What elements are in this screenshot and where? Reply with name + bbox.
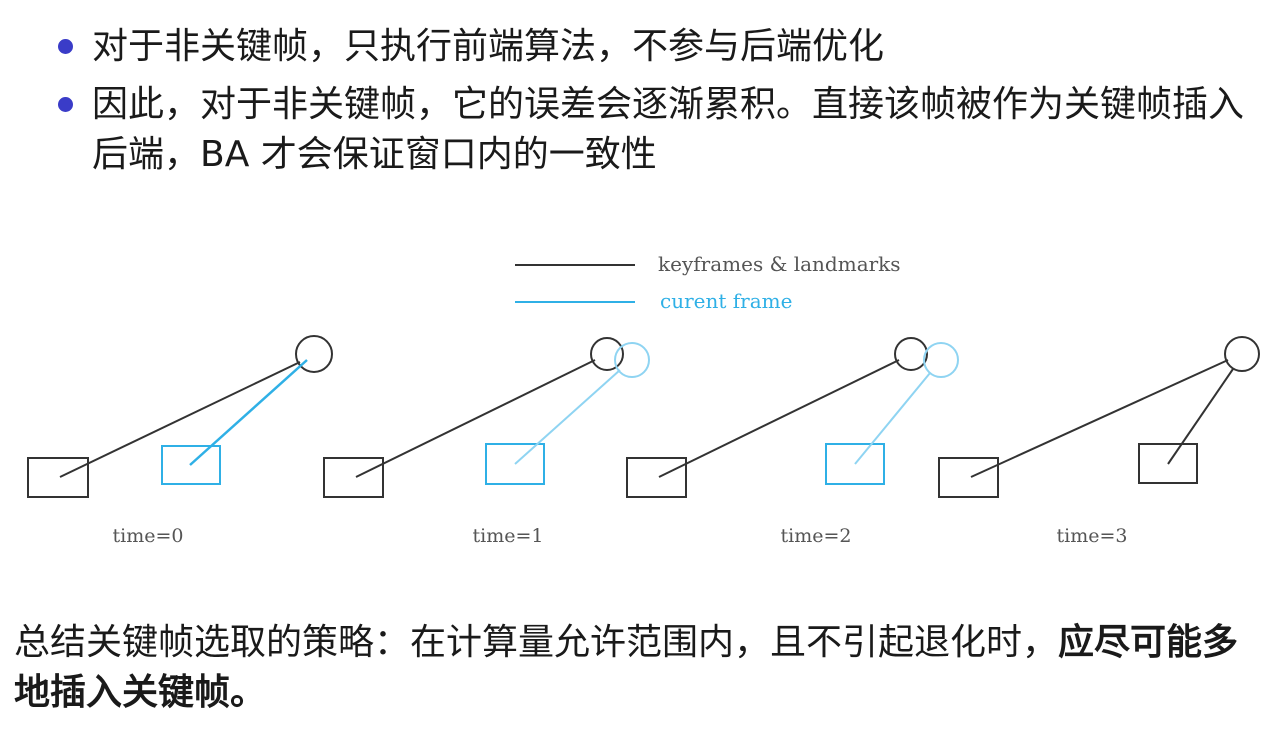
time-label: time=0: [113, 525, 184, 547]
keyframe-box: [626, 457, 687, 498]
bullet-dot-icon: [58, 97, 73, 112]
panel-time-2: time=2: [626, 337, 959, 547]
keyframe-box: [938, 457, 999, 498]
landmark-circle: [1224, 336, 1260, 372]
time-label: time=1: [473, 525, 544, 547]
bullet-list: 对于非关键帧，只执行前端算法，不参与后端优化 因此，对于非关键帧，它的误差会逐渐…: [58, 22, 1268, 188]
panel-time-3: time=3: [938, 336, 1260, 547]
current-frame-box: [161, 445, 221, 485]
keyframe-box: [27, 457, 89, 498]
current-frame-box: [825, 443, 885, 485]
landmark-circle: [590, 337, 624, 371]
legend-current-label: curent frame: [660, 289, 792, 313]
legend-keyframe-label: keyframes & landmarks: [658, 252, 901, 276]
keyframe-observation-line: [658, 359, 900, 478]
bullet-dot-icon: [58, 39, 73, 54]
landmark-circle: [894, 337, 928, 371]
summary-bold: 应尽可能多地插入关键帧。: [14, 622, 1239, 713]
time-label: time=2: [781, 525, 852, 547]
current-observation-line: [189, 359, 308, 466]
time-label: time=3: [1057, 525, 1128, 547]
estimated-landmark-circle: [923, 342, 959, 378]
panel-time-0: time=0: [27, 335, 333, 547]
keyframe-observation-line: [355, 359, 596, 478]
bullet-text: 因此，对于非关键帧，它的误差会逐渐累积。直接该帧被作为关键帧插入后端，BA 才会…: [92, 84, 1245, 175]
new-keyframe-observation-line: [1167, 368, 1234, 465]
bullet-item: 因此，对于非关键帧，它的误差会逐渐累积。直接该帧被作为关键帧插入后端，BA 才会…: [58, 80, 1268, 180]
current-observation-line: [854, 372, 931, 465]
current-observation-line: [514, 369, 621, 465]
estimated-landmark-circle: [614, 342, 650, 378]
legend: keyframes & landmarks curent frame: [515, 252, 901, 313]
summary-text: 总结关键帧选取的策略：在计算量允许范围内，且不引起退化时，应尽可能多地插入关键帧…: [14, 618, 1264, 718]
keyframe-box: [323, 457, 384, 498]
summary-normal: 总结关键帧选取的策略：在计算量允许范围内，且不引起退化时，: [14, 622, 1059, 663]
keyframe-observation-line: [59, 361, 301, 478]
bullet-item: 对于非关键帧，只执行前端算法，不参与后端优化: [58, 22, 1268, 72]
landmark-circle: [295, 335, 333, 373]
new-keyframe-box: [1138, 443, 1198, 484]
current-frame-box: [485, 443, 545, 485]
keyframe-diagram: keyframes & landmarks curent frame time=…: [27, 252, 1260, 547]
keyframe-observation-line: [970, 359, 1229, 478]
bullet-text: 对于非关键帧，只执行前端算法，不参与后端优化: [92, 26, 885, 67]
panel-time-1: time=1: [323, 337, 650, 547]
